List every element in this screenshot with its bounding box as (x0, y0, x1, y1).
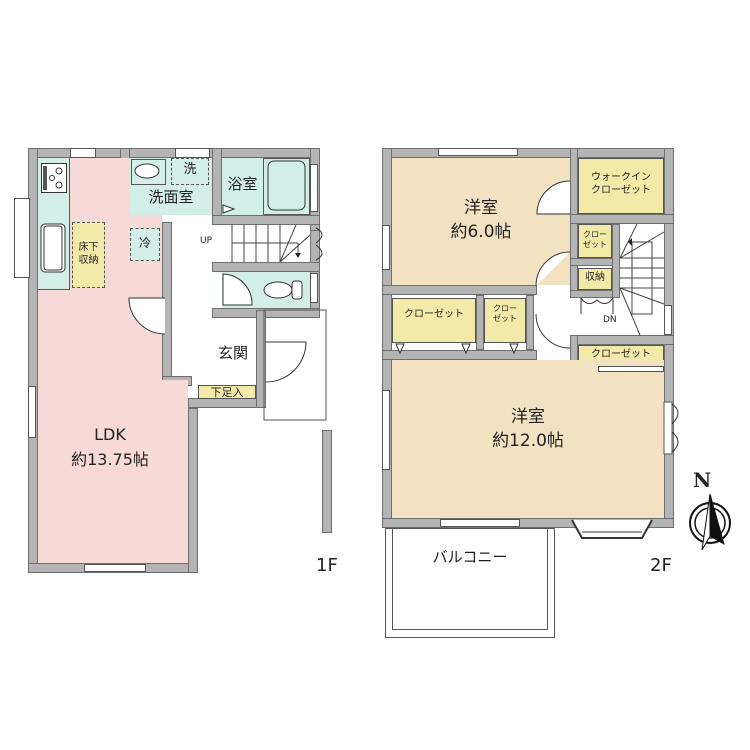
underfloor-storage (72, 222, 105, 288)
room-ldk-lower (38, 380, 188, 563)
shoe-storage (198, 385, 256, 399)
window[interactable] (382, 390, 390, 470)
window[interactable] (440, 519, 520, 527)
exterior-door-2f[interactable] (663, 401, 682, 455)
wall (256, 310, 266, 408)
washroom-label: 洗面室 (148, 188, 194, 206)
balcony (385, 528, 555, 638)
bathroom-door-icon[interactable] (222, 204, 236, 214)
ldk-area: 約13.75帖 (71, 450, 149, 469)
wall (570, 214, 674, 224)
stairs-2f[interactable] (619, 223, 665, 336)
window[interactable] (84, 564, 146, 572)
storage (578, 268, 612, 290)
toilet-icon (263, 280, 303, 300)
wall (382, 285, 537, 295)
window[interactable] (28, 386, 36, 438)
wall (570, 335, 674, 345)
wall (188, 408, 198, 573)
exterior-door[interactable] (314, 226, 330, 262)
window[interactable] (70, 148, 96, 158)
door-swing[interactable] (536, 180, 571, 216)
western-room-1-name: 洋室 (464, 198, 498, 218)
closet-left-label: クローゼット (404, 309, 464, 320)
shoe-storage-label: 下足入 (210, 386, 244, 399)
wall (382, 350, 537, 360)
window[interactable] (438, 148, 518, 156)
window[interactable] (175, 148, 210, 158)
closet-right-label: クローゼット (591, 349, 651, 360)
walk-in-closet-label: ウォークイン クローゼット (591, 172, 651, 196)
closet-small-2-label: クロー ゼット (493, 304, 517, 323)
floor-label-1f: 1F (316, 555, 338, 576)
stairs-up-label: UP (200, 236, 213, 246)
bay-window[interactable] (568, 518, 656, 542)
wall (212, 262, 320, 272)
closet-small-2 (484, 298, 526, 343)
window[interactable] (598, 366, 664, 372)
underfloor-storage-label: 床下 収納 (78, 242, 99, 266)
stove-icon (41, 163, 67, 193)
wall (382, 148, 392, 528)
stairs-down-label: DN (603, 315, 617, 325)
room-western-6 (392, 158, 570, 285)
window[interactable] (310, 273, 318, 303)
window[interactable] (664, 305, 672, 335)
wall (382, 518, 674, 528)
sink-icon (40, 223, 66, 273)
wall (212, 308, 320, 318)
stairs-1f[interactable] (222, 224, 311, 263)
western-room-2-area: 約12.0帖 (492, 431, 564, 451)
bathroom-label: 浴室 (227, 175, 258, 193)
room-entrance (210, 318, 256, 388)
closet-small-1 (578, 224, 612, 258)
entrance-door[interactable] (263, 309, 330, 421)
wall (322, 430, 332, 533)
door-swing[interactable] (534, 250, 572, 290)
western-room-1-area: 約6.0帖 (450, 222, 512, 242)
bathtub-icon (263, 158, 310, 215)
washing-machine-space (171, 158, 209, 185)
storage-doors[interactable] (580, 297, 614, 316)
wall (612, 224, 620, 298)
door-swing[interactable] (127, 296, 167, 338)
balcony-label: バルコニー (432, 548, 508, 566)
balcony-inner (392, 528, 548, 630)
window[interactable] (14, 198, 30, 278)
window[interactable] (382, 225, 390, 270)
wall (212, 215, 320, 225)
wall (382, 148, 674, 158)
room-western-12 (392, 360, 664, 518)
storage-label: 収納 (585, 272, 605, 283)
door-swing[interactable] (534, 312, 572, 352)
refrigerator-space (130, 228, 160, 261)
ldk-name: LDK (94, 425, 126, 444)
wall (476, 295, 484, 350)
washing-machine-label: 洗 (183, 162, 197, 177)
closet-left (392, 298, 476, 343)
window[interactable] (310, 164, 318, 212)
wall (526, 295, 534, 350)
refrigerator-label: 冷 (138, 236, 151, 250)
toilet-door[interactable] (222, 273, 254, 307)
walk-in-closet (578, 158, 664, 214)
western-room-2-name: 洋室 (511, 407, 545, 427)
entrance-label: 玄関 (217, 344, 248, 362)
washbasin-icon (131, 159, 166, 185)
closet-door-markers (395, 343, 519, 355)
floor-label-2f: 2F (650, 555, 672, 576)
closet-small-1-label: クロー ゼット (583, 230, 607, 249)
compass-north-label: N (693, 468, 712, 492)
north-arrow-icon (689, 493, 731, 551)
